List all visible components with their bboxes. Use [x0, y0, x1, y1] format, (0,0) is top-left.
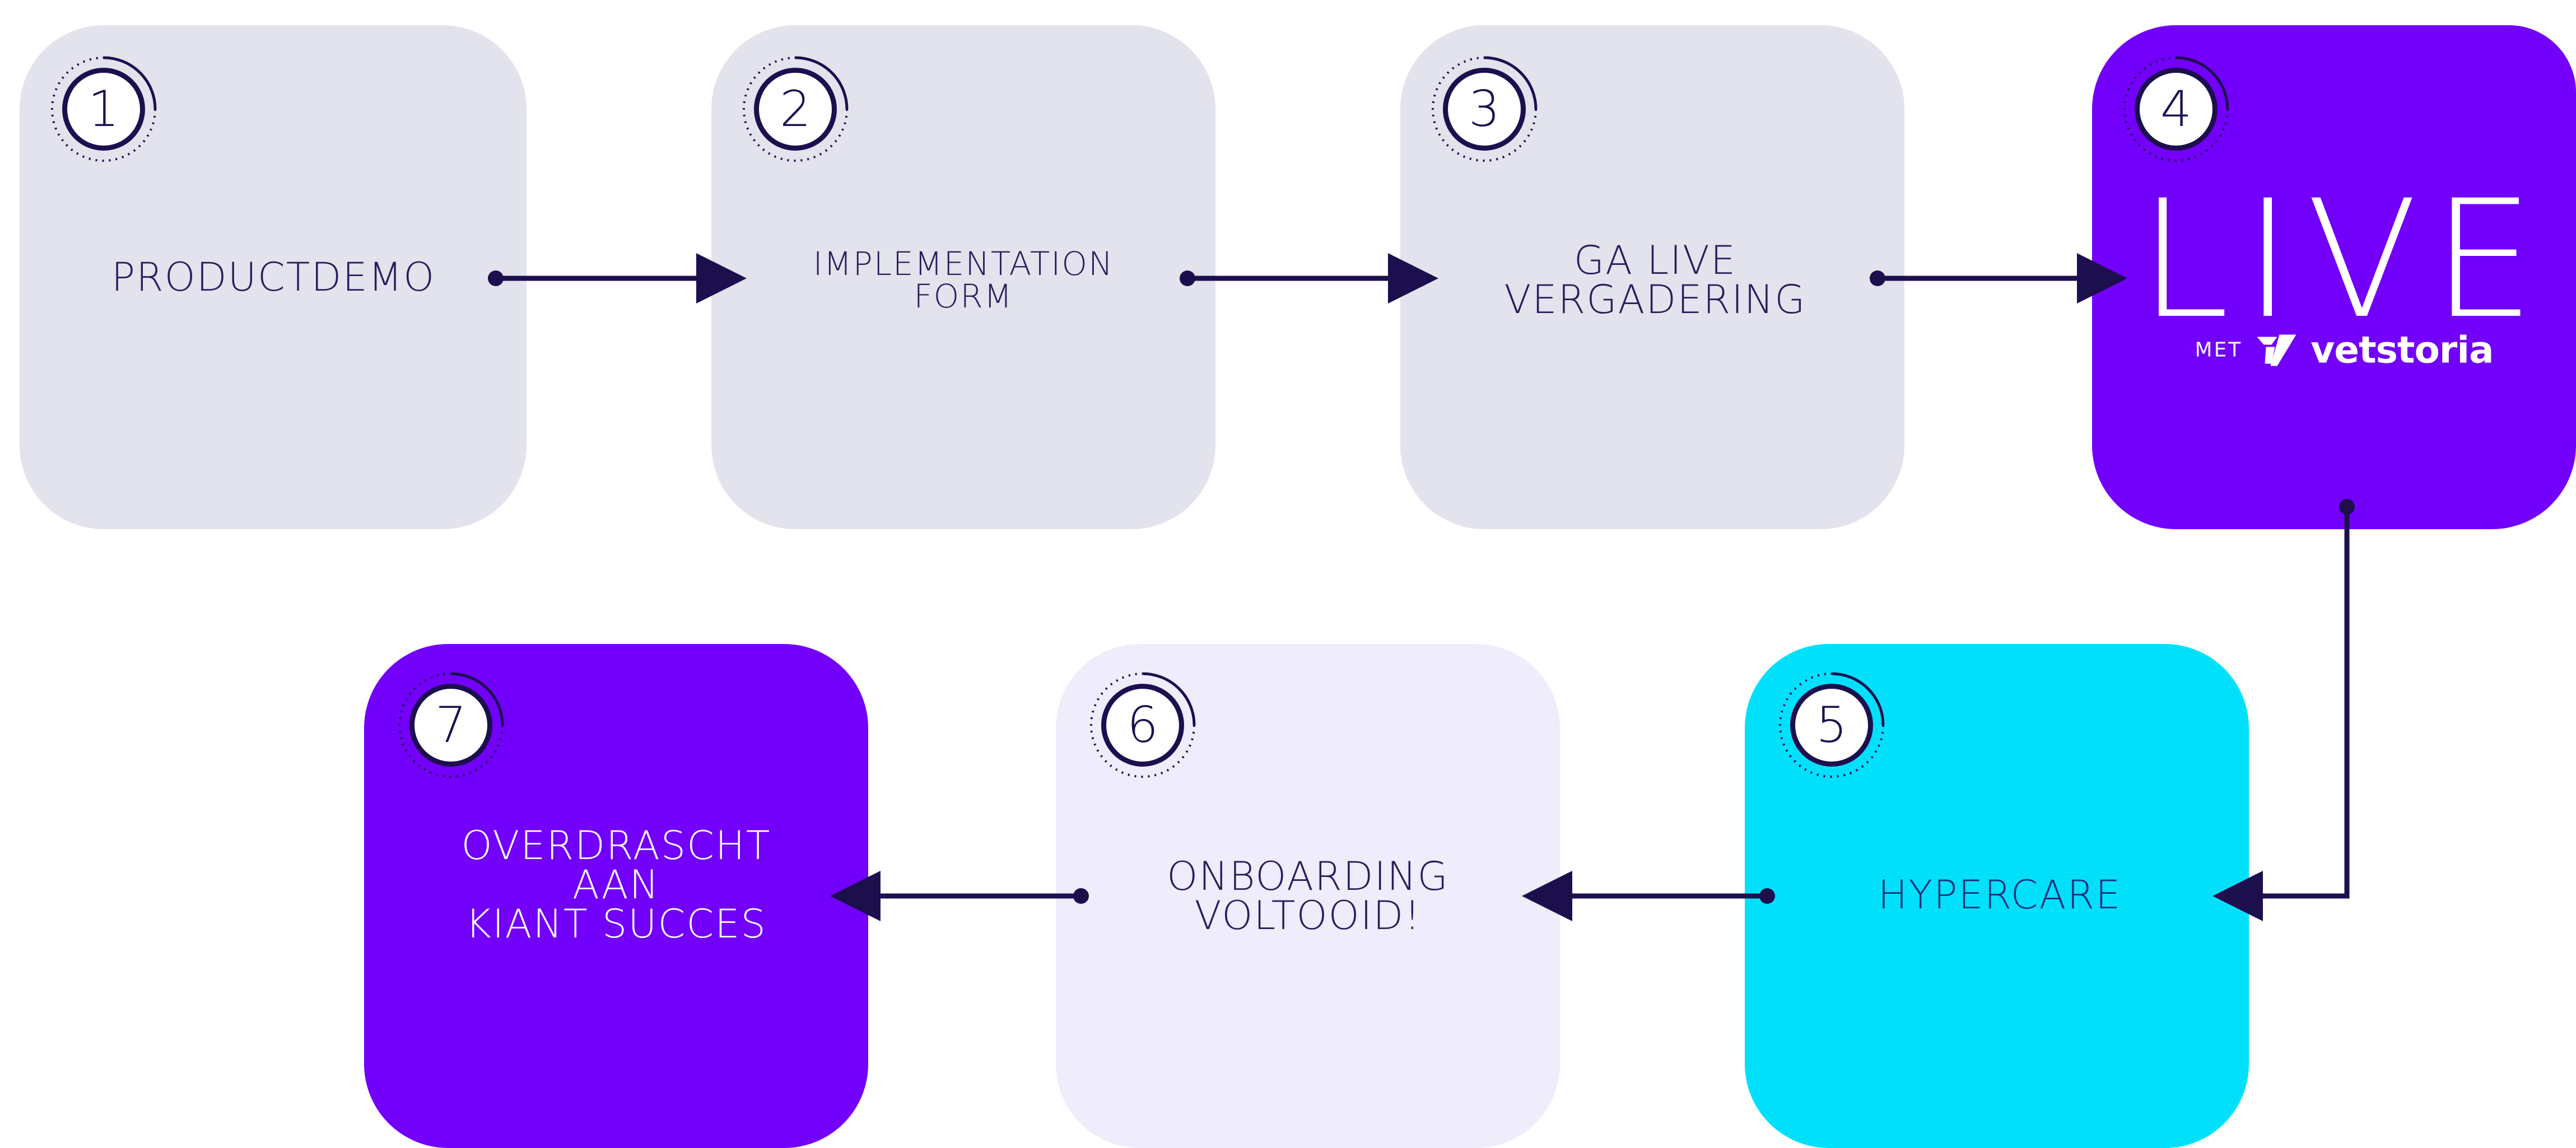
arrow-3-to-4 — [1870, 253, 2127, 304]
step-label-6: ONBOARDING VOLTOOID! — [1167, 857, 1449, 935]
arrow-4-to-5 — [2212, 499, 2355, 921]
step-label-line: FORM — [914, 277, 1013, 315]
step-number: 7 — [409, 684, 492, 767]
badge-ring-icon — [398, 672, 504, 778]
step-number-badge-2: 2 — [739, 53, 851, 165]
badge-ring-icon — [51, 56, 157, 162]
step-label-line: HYPERCARE — [1878, 872, 2122, 918]
step-label-line: KIANT SUCCES — [465, 901, 767, 947]
brand-prefix: MET — [2195, 338, 2243, 362]
step-label-line: OVERDRASCHT — [461, 823, 771, 869]
brand-name: vetstoria — [2311, 328, 2494, 372]
step-label-line: AAN — [572, 862, 660, 908]
step-label-3: GA LIVE VERGADERING — [1504, 241, 1806, 319]
badge-ring-icon — [743, 56, 849, 162]
step-number: 4 — [2135, 68, 2218, 151]
badge-ring-icon — [1779, 672, 1885, 778]
step-label-1: PRODUCTDEMO — [111, 258, 435, 297]
live-heading: LIVE — [2139, 166, 2550, 354]
badge-ring-icon — [1432, 56, 1538, 162]
step-label-line: VERGADERING — [1504, 277, 1806, 323]
step-number-badge-4: 4 — [2120, 53, 2232, 165]
step-label-line: PRODUCTDEMO — [111, 254, 436, 300]
badge-ring-icon — [1090, 672, 1196, 778]
step-number-badge-3: 3 — [1428, 53, 1540, 165]
step-number-badge-1: 1 — [48, 53, 160, 165]
step-number: 6 — [1101, 684, 1184, 767]
step-number-badge-6: 6 — [1087, 669, 1199, 781]
vetstoria-logo-icon — [2257, 334, 2296, 366]
arrow-6-to-7 — [830, 871, 1089, 921]
arrow-1-to-2 — [488, 253, 747, 304]
step-label-5: HYPERCARE — [1878, 875, 2122, 914]
step-label-line: GA LIVE — [1573, 237, 1737, 283]
step-number: 1 — [62, 68, 145, 151]
step-label-2: IMPLEMENTATION FORM — [813, 248, 1114, 312]
step-label-line: VOLTOOID! — [1194, 893, 1422, 939]
badge-ring-icon — [2123, 56, 2229, 162]
step-number-badge-7: 7 — [395, 669, 507, 781]
step-label-7: OVERDRASCHT AAN KIANT SUCCES — [462, 826, 771, 944]
step-number: 5 — [1790, 684, 1873, 767]
arrow-2-to-3 — [1180, 253, 1438, 304]
step-label-line: IMPLEMENTATION — [813, 245, 1114, 283]
arrow-5-to-6 — [1522, 871, 1775, 921]
step-number: 2 — [754, 68, 837, 151]
step-number: 3 — [1443, 68, 1526, 151]
step-label-line: ONBOARDING — [1167, 853, 1449, 899]
step-number-badge-5: 5 — [1776, 669, 1888, 781]
vetstoria-brand: MET vetstoria — [2195, 328, 2494, 372]
